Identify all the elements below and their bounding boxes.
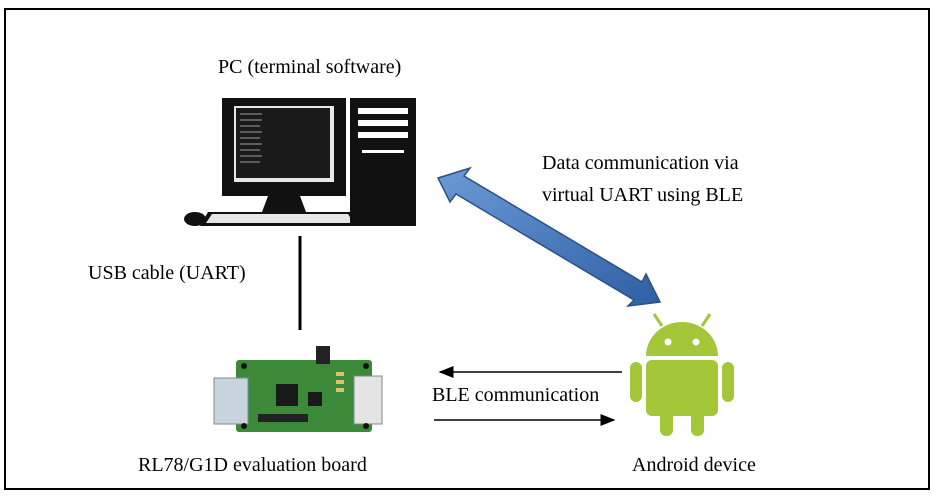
pc-label: PC (terminal software) — [218, 56, 402, 78]
android-robot-icon — [630, 313, 734, 436]
data-communication-label-line1: Data communication via — [542, 152, 739, 174]
ble-communication-label: BLE communication — [432, 384, 600, 406]
android-device-label: Android device — [632, 454, 756, 476]
pc-icon — [184, 98, 416, 226]
data-communication-label-line2: virtual UART using BLE — [542, 184, 744, 206]
evaluation-board-icon — [213, 346, 383, 432]
evaluation-board-label: RL78/G1D evaluation board — [138, 454, 367, 476]
virtual-uart-double-arrow — [436, 166, 662, 308]
usb-cable-label: USB cable (UART) — [88, 262, 246, 284]
diagram-frame — [4, 8, 930, 490]
